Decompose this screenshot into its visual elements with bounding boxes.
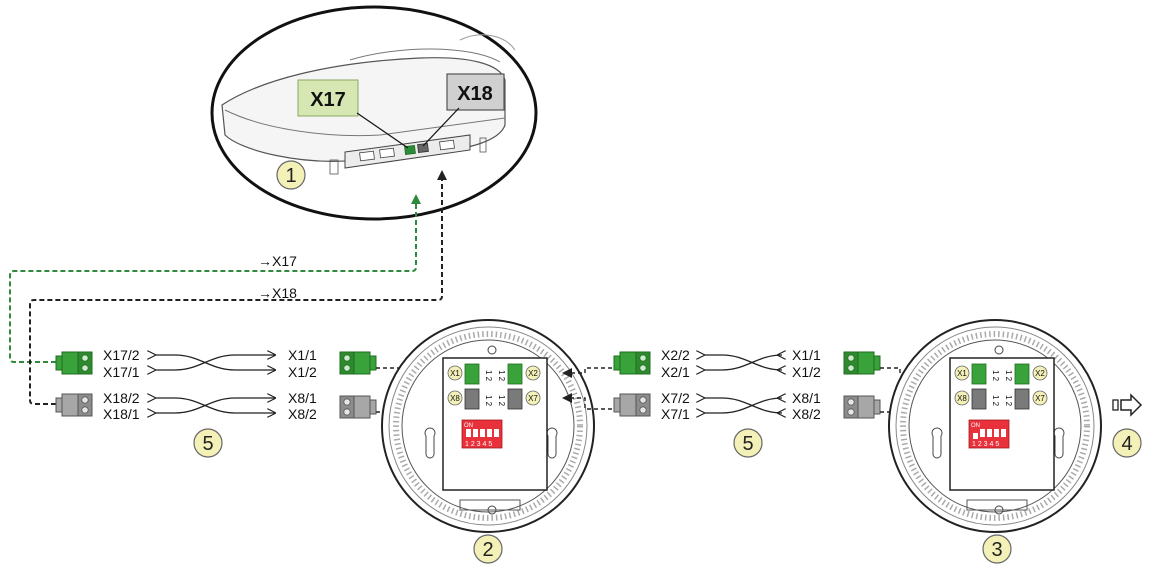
dev3-x2-pins: 1 2 xyxy=(1004,370,1013,382)
dev3-dip-numbers: 1 2 3 4 5 xyxy=(972,441,999,448)
callout-2: 2 xyxy=(482,539,493,561)
dev2-x8-pins: 1 2 xyxy=(484,395,493,407)
callout-5-left: 5 xyxy=(202,433,213,455)
label-x2-2: X2/2 xyxy=(661,347,690,363)
dev3-x2: X2 xyxy=(1035,369,1045,378)
label-x8-2: X8/2 xyxy=(288,406,317,422)
dev3-x1: X1 xyxy=(957,369,967,378)
green-cable-run xyxy=(9,194,421,363)
label-to-x18: →X18 xyxy=(258,285,297,301)
tag-x17: X17 xyxy=(310,89,346,111)
label-x1-1: X1/1 xyxy=(288,347,317,363)
cable-1: X17/2 X17/1 X18/2 X18/1 X1/1 X1/2 X8/1 X… xyxy=(55,347,377,458)
dev2-x8: X8 xyxy=(450,394,460,403)
tag-x18: X18 xyxy=(457,83,493,105)
dev3-x8-pins: 1 2 xyxy=(991,395,1000,407)
controller-view: X17 X18 1 xyxy=(210,5,538,221)
dev3-x7: X7 xyxy=(1035,394,1045,403)
label-x8-2-b: X8/2 xyxy=(792,406,821,422)
dev3-x7-pins: 1 2 xyxy=(1004,395,1013,407)
black-cable-run xyxy=(29,170,447,405)
plug-x1 xyxy=(339,351,377,375)
label-x17-1: X17/1 xyxy=(103,364,140,380)
callout-1: 1 xyxy=(285,165,296,187)
device-2: X1 1 2 1 2 X2 X8 1 2 1 2 X7 ON 1 2 3 4 5… xyxy=(381,319,595,564)
plug-x2 xyxy=(613,351,651,375)
label-x8-1-b: X8/1 xyxy=(792,390,821,406)
plug-x8-b xyxy=(843,395,881,419)
plug-x18 xyxy=(55,393,93,417)
cable-2: X2/2 X2/1 X7/2 X7/1 X1/1 X1/2 X8/1 X8/2 … xyxy=(613,347,881,458)
label-x17-2: X17/2 xyxy=(103,347,140,363)
callout-5-right: 5 xyxy=(742,433,753,455)
label-x1-1-b: X1/1 xyxy=(792,347,821,363)
plug-x1-b xyxy=(843,351,881,375)
dev2-x2-pins: 1 2 xyxy=(497,370,506,382)
label-x2-1: X2/1 xyxy=(661,364,690,380)
dev2-x7-pins: 1 2 xyxy=(497,395,506,407)
label-x8-1: X8/1 xyxy=(288,390,317,406)
dev2-x2: X2 xyxy=(528,369,538,378)
label-x7-2: X7/2 xyxy=(661,390,690,406)
label-to-x17: →X17 xyxy=(258,253,297,269)
dev2-x1: X1 xyxy=(450,369,460,378)
plug-x17 xyxy=(55,351,93,375)
label-x18-1: X18/1 xyxy=(103,406,140,422)
label-x18-2: X18/2 xyxy=(103,390,140,406)
dev3-x8: X8 xyxy=(957,394,967,403)
plug-x7 xyxy=(613,393,651,417)
device-3: X1 1 2 1 2 X2 X8 1 2 1 2 X7 ON 1 2 3 4 5… xyxy=(888,319,1102,564)
dev3-x1-pins: 1 2 xyxy=(991,370,1000,382)
dev3-dip-on: ON xyxy=(971,423,980,429)
continue-indicator: 4 xyxy=(1112,393,1143,458)
callout-4: 4 xyxy=(1121,433,1132,455)
dev2-x1-pins: 1 2 xyxy=(484,370,493,382)
dev2-dip-on: ON xyxy=(464,423,473,429)
label-x7-1: X7/1 xyxy=(661,406,690,422)
callout-3: 3 xyxy=(991,539,1002,561)
label-x1-2-b: X1/2 xyxy=(792,364,821,380)
dev2-x7: X7 xyxy=(528,394,538,403)
dev2-dip-numbers: 1 2 3 4 5 xyxy=(465,441,492,448)
label-x1-2: X1/2 xyxy=(288,364,317,380)
arrow-right-icon xyxy=(1120,393,1143,417)
plug-x8 xyxy=(339,395,377,419)
